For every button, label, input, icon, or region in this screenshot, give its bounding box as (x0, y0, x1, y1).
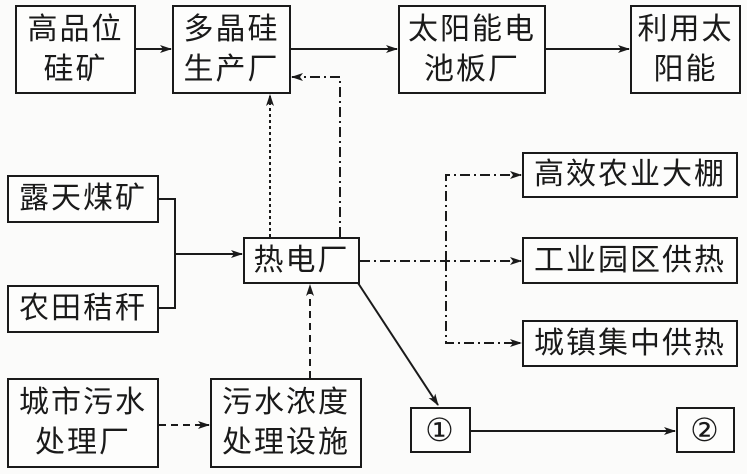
node-label-line: 城镇集中供热 (534, 325, 726, 361)
node-polysilicon-plant: 多晶硅 生产厂 (172, 5, 291, 94)
node-label-line: 热电厂 (253, 242, 350, 278)
node-label-line: 工业园区供热 (534, 242, 726, 278)
node-label-line: 多晶硅 (183, 11, 280, 47)
node-farm-straw: 农田秸秆 (7, 285, 159, 333)
node-solar-panel-plant: 太阳能电 池板厂 (398, 5, 546, 94)
node-sewage-concentration-facility: 污水浓度 处理设施 (210, 378, 362, 468)
node-label-line: 城市污水 (19, 385, 147, 420)
node-label-line: 露天煤矿 (19, 181, 147, 216)
node-label-line: 池板厂 (424, 51, 520, 87)
node-label-line: 阳能 (653, 51, 718, 87)
node-thermal-power-plant: 热电厂 (243, 237, 360, 284)
node-label-line: 高效农业大棚 (534, 157, 726, 192)
node-unknown-1: ① (410, 407, 471, 453)
node-label-line: 处理设施 (222, 425, 350, 460)
node-label-line: ② (690, 411, 721, 449)
node-unknown-2: ② (676, 407, 735, 453)
node-label-line: 生产厂 (183, 51, 280, 87)
node-label-line: 处理厂 (35, 425, 131, 460)
node-town-central-heating: 城镇集中供热 (522, 320, 738, 367)
node-label-line: ① (425, 411, 456, 449)
node-greenhouse: 高效农业大棚 (522, 152, 738, 198)
node-label-line: 硅矿 (43, 51, 108, 87)
edge-coal-to-merge (159, 198, 176, 254)
edge-branch-to-greenhouse (445, 171, 522, 261)
node-label-line: 农田秸秆 (19, 291, 147, 326)
edge-branch-to-town (445, 261, 522, 347)
node-use-solar-energy: 利用太 阳能 (630, 5, 741, 94)
edge-straw-to-merge (159, 254, 176, 309)
edge-power-to-one (357, 282, 439, 406)
node-label-line: 利用太 (637, 11, 734, 47)
node-label-line: 污水浓度 (222, 385, 350, 420)
node-open-pit-coal-mine: 露天煤矿 (7, 175, 159, 223)
node-label-line: 太阳能电 (408, 11, 536, 47)
node-high-grade-silicon-ore: 高品位 硅矿 (15, 5, 136, 94)
edge-power-to-poly-dashdot (291, 73, 341, 237)
node-city-sewage-plant: 城市污水 处理厂 (7, 378, 159, 468)
node-industrial-park-heating: 工业园区供热 (522, 237, 738, 284)
node-label-line: 高品位 (27, 11, 124, 47)
